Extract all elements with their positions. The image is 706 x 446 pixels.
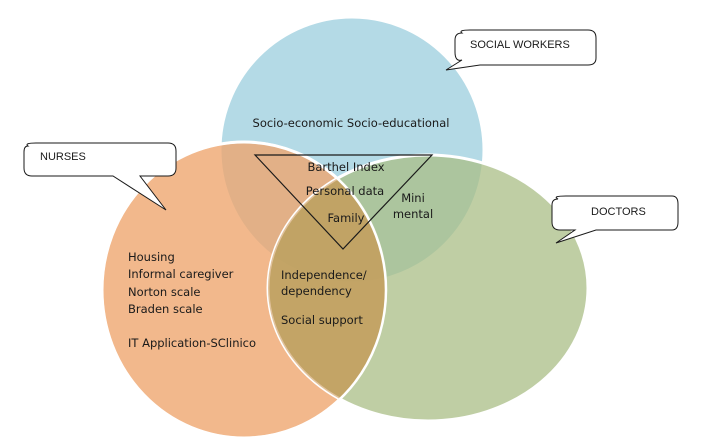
nurses-doctors-item: Independence/ bbox=[281, 268, 367, 282]
nurses-item: Braden scale bbox=[128, 302, 203, 316]
social-doctors-overlap-label: mental bbox=[393, 207, 433, 221]
nurses-item: IT Application-SClinico bbox=[128, 336, 256, 350]
social-workers-only-label: Socio-economic Socio-educational bbox=[253, 116, 450, 130]
triangle-item: Family bbox=[327, 211, 364, 225]
nurses-label: NURSES bbox=[40, 151, 86, 163]
triangle-item: Personal data bbox=[306, 184, 384, 198]
nurses-item: Housing bbox=[128, 250, 175, 264]
triangle-item: Barthel Index bbox=[307, 160, 384, 174]
doctors-callout: DOCTORS bbox=[551, 195, 679, 244]
social-workers-callout: SOCIAL WORKERS bbox=[445, 29, 597, 71]
nurses-circle-outline bbox=[100, 140, 388, 440]
nurses-callout: NURSES bbox=[23, 142, 177, 211]
nurses-doctors-item: dependency bbox=[281, 284, 352, 298]
nurses-item: Norton scale bbox=[128, 285, 201, 299]
inverted-triangle bbox=[253, 154, 434, 250]
nurses-doctors-overlap bbox=[268, 155, 386, 421]
nurses-item: Informal caregiver bbox=[128, 267, 234, 281]
social-workers-label: SOCIAL WORKERS bbox=[470, 39, 570, 51]
nurses-doctors-item: Social support bbox=[281, 313, 363, 327]
doctors-label: DOCTORS bbox=[591, 206, 646, 218]
social-doctors-overlap-label: Mini bbox=[401, 191, 425, 205]
